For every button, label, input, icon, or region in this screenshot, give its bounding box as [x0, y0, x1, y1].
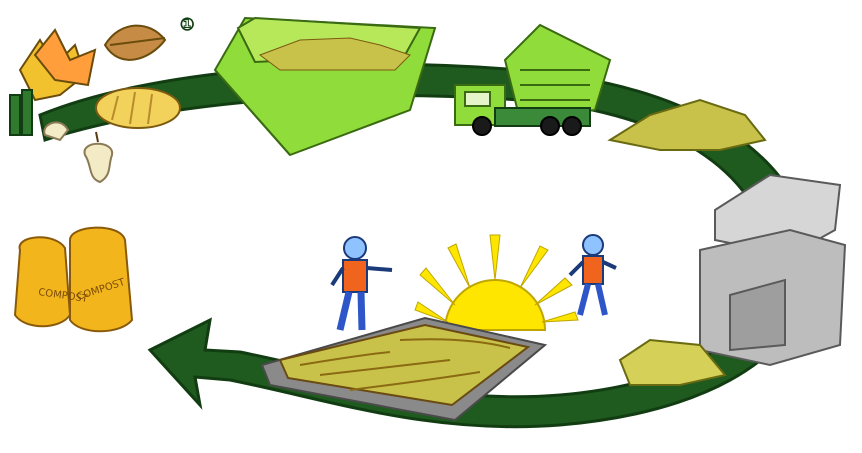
step-3-number: ③ [632, 60, 646, 80]
sun-icon [415, 235, 578, 330]
bread-icon [96, 88, 180, 128]
step-1-number: ① [180, 15, 194, 35]
leaf-icon [105, 26, 165, 60]
organic-waste-icon: ① [10, 15, 194, 182]
person-icon [332, 237, 392, 330]
collection-bin-icon: ② [215, 18, 435, 160]
compost-sack-icon: COMPOST COMPOST ⑥ [15, 228, 159, 332]
step-5-number: ⑤ [283, 320, 297, 340]
step-6-number: ⑥ [145, 247, 159, 267]
step-2-number: ② [360, 140, 374, 160]
step-4-number: ④ [650, 255, 664, 275]
apple-core-icon [85, 132, 113, 182]
shredder-machine-icon: ④ [620, 175, 845, 385]
person-icon [570, 235, 616, 315]
